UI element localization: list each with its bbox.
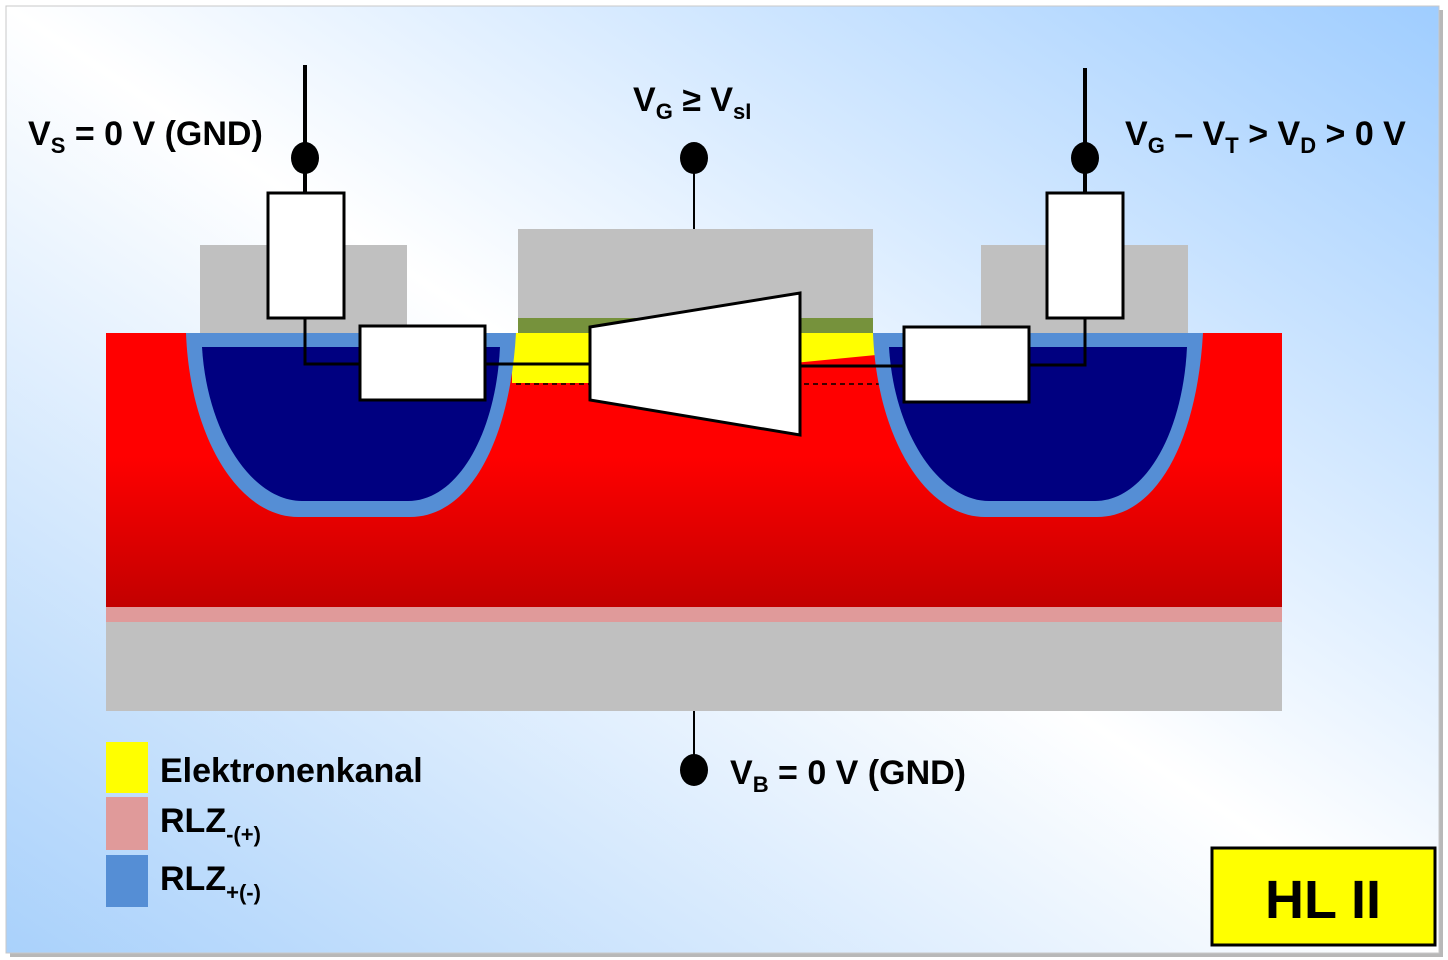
legend-label-rlz-plus: RLZ+(-) (160, 860, 261, 905)
drain-voltage-label: VG – VT > VD > 0 V (1125, 115, 1406, 158)
legend-swatch-rlz-minus (106, 797, 148, 850)
drain-internal-wire (1029, 318, 1087, 367)
source-well-resistor (358, 324, 487, 402)
legend-swatch-channel (106, 742, 148, 793)
bulk-voltage-label: VB = 0 V (GND) (730, 754, 966, 797)
legend-label-channel: Elektronenkanal (160, 752, 423, 790)
course-badge-text: HL II (1265, 870, 1381, 930)
legend-swatch-rlz-plus (106, 855, 148, 907)
legend-label-rlz-minus: RLZ-(+) (160, 802, 261, 847)
drain-series-resistor (1045, 191, 1125, 320)
gate-terminal-dot (680, 142, 708, 174)
bulk-contact (106, 622, 1282, 711)
rlz-minus-stripe (106, 607, 1282, 623)
gate-electrode (518, 229, 873, 319)
gate-voltage-label: VG ≥ VsI (633, 81, 751, 124)
bulk-terminal-dot (680, 754, 708, 786)
drain-terminal-dot (1071, 142, 1099, 174)
channel-resistor (588, 291, 802, 437)
source-internal-wire (303, 318, 360, 366)
source-voltage-label: VS = 0 V (GND) (28, 115, 263, 158)
source-series-resistor (266, 191, 346, 320)
legend: Elektronenkanal RLZ-(+) RLZ+(-) (106, 742, 423, 907)
drain-well-resistor (902, 325, 1031, 404)
source-terminal-dot (291, 142, 319, 174)
course-badge (1210, 846, 1437, 947)
